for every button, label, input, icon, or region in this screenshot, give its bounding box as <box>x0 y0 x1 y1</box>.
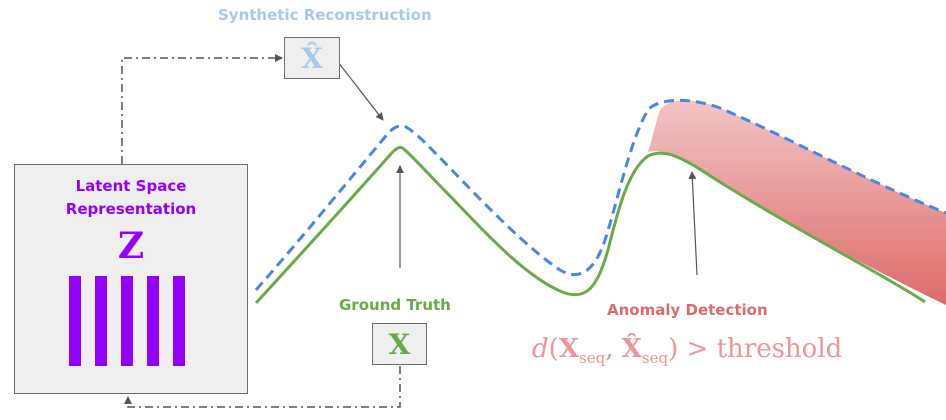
x-hat-symbol: X̂ <box>301 41 323 75</box>
latent-space-title: Latent Space Representation <box>15 175 247 221</box>
latent-bar <box>95 276 107 366</box>
latent-bar <box>173 276 185 366</box>
ground-truth-symbol-box: X <box>372 323 427 365</box>
formula-close-paren: ) <box>668 334 679 364</box>
formula-sub-1: seq <box>579 349 606 368</box>
latent-space-box: Latent Space Representation Z <box>14 164 248 394</box>
latent-bar <box>121 276 133 366</box>
synthetic-reconstruction-label: Synthetic Reconstruction <box>218 6 432 24</box>
anomaly-detection-label: Anomaly Detection <box>607 301 768 319</box>
anomaly-region <box>648 100 946 305</box>
formula-sub-2: seq <box>641 349 669 368</box>
x-symbol: X <box>388 327 411 361</box>
formula-comma: , <box>605 334 622 364</box>
reconstruction-symbol-box: X̂ <box>284 37 340 79</box>
ground-truth-label: Ground Truth <box>339 296 451 314</box>
anomaly-formula: d(Xseq, X̂seq) > threshold <box>532 334 842 367</box>
formula-greater-than: > <box>678 334 717 364</box>
latent-bar <box>147 276 159 366</box>
formula-d: d <box>532 334 549 364</box>
formula-x: X <box>558 334 579 364</box>
reconstruction-pointer-arrow <box>337 61 384 121</box>
z-symbol: Z <box>117 225 145 267</box>
latent-bar <box>69 276 81 366</box>
ground-truth-to-latent-connector <box>124 366 401 408</box>
anomaly-pointer-arrow <box>688 171 698 276</box>
formula-threshold: threshold <box>716 334 843 364</box>
latent-to-reconstruction-connector <box>121 54 283 164</box>
latent-space-title-line2: Representation <box>65 200 197 218</box>
formula-open-paren: ( <box>548 334 559 364</box>
latent-space-title-line1: Latent Space <box>75 177 187 195</box>
ground-truth-curve <box>254 146 926 305</box>
formula-x-hat: X̂ <box>621 334 642 364</box>
reconstruction-curve <box>254 98 946 291</box>
